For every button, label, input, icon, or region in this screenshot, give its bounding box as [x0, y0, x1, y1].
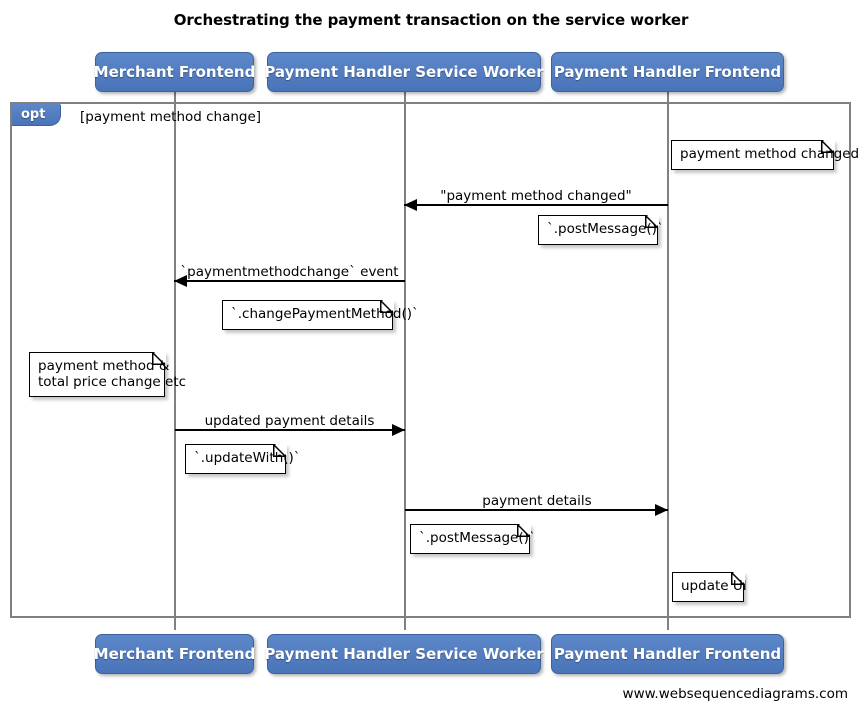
arrowhead-updated-payment-details	[392, 424, 405, 436]
note-fold-icon	[821, 140, 834, 153]
note-updatewith: `.updateWith()`	[185, 443, 301, 474]
lifeline-service-worker	[404, 92, 406, 630]
message-line-payment-details	[405, 509, 668, 511]
note-postmessage-1: `.postMessage()`	[538, 214, 664, 245]
note-fold-icon	[517, 524, 530, 537]
participant-merchant-frontend-top[interactable]: Merchant Frontend	[94, 52, 255, 92]
note-payment-method-total-price-change: payment method & total price change etc	[29, 351, 186, 397]
page-title: Orchestrating the payment transaction on…	[173, 11, 689, 29]
message-label-paymentmethodchange-event: `paymentmethodchange` event	[180, 264, 399, 280]
lifeline-payment-handler-frontend	[667, 92, 669, 630]
note-payment-method-changed: payment method changed	[671, 139, 859, 170]
participant-payment-handler-frontend-top[interactable]: Payment Handler Frontend	[551, 52, 784, 92]
note-fold-icon	[731, 572, 744, 585]
message-line-payment-method-changed	[404, 204, 668, 206]
message-line-paymentmethodchange-event	[174, 280, 405, 282]
participant-payment-handler-frontend-bottom[interactable]: Payment Handler Frontend	[551, 634, 784, 674]
participant-service-worker-bottom[interactable]: Payment Handler Service Worker	[264, 634, 544, 674]
arrowhead-paymentmethodchange-event	[174, 275, 187, 287]
note-update-ui: update UI	[672, 571, 747, 602]
message-line-updated-payment-details	[175, 429, 405, 431]
participant-service-worker-top[interactable]: Payment Handler Service Worker	[264, 52, 544, 92]
message-label-updated-payment-details: updated payment details	[204, 413, 375, 429]
message-label-payment-method-changed: "payment method changed"	[440, 188, 632, 204]
opt-fragment-guard: [payment method change]	[80, 109, 262, 125]
note-fold-icon	[273, 444, 286, 457]
note-changepaymentmethod: `.changePaymentMethod()`	[222, 299, 419, 330]
note-fold-icon	[380, 300, 393, 313]
footer-watermark: www.websequencediagrams.com	[622, 686, 848, 702]
participant-merchant-frontend-bottom[interactable]: Merchant Frontend	[94, 634, 255, 674]
arrowhead-payment-details	[655, 504, 668, 516]
note-fold-icon	[152, 352, 165, 365]
opt-fragment-frame	[10, 102, 851, 618]
note-fold-icon	[645, 215, 658, 228]
note-postmessage-2: `.postMessage()`	[410, 523, 536, 554]
message-label-payment-details: payment details	[482, 493, 592, 509]
lifeline-merchant	[174, 92, 176, 630]
arrowhead-payment-method-changed	[404, 199, 417, 211]
opt-fragment-tab: opt	[12, 104, 61, 126]
